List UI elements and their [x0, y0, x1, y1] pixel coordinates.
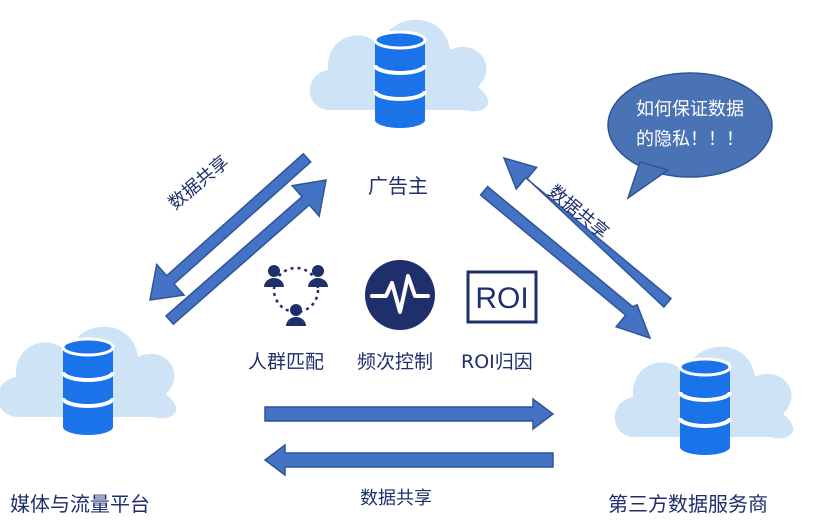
roi-icon: ROI: [466, 270, 538, 324]
arrow-media-to-third-party: [264, 397, 555, 431]
arrow-third-party-to-media: [263, 443, 554, 477]
arrow-media-to-advertiser: [164, 179, 327, 326]
third-party-database-icon: [612, 344, 796, 457]
privacy-callout-text: 如何保证数据 的隐私！！！: [615, 95, 765, 155]
people-network-icon: [264, 265, 328, 326]
arrow-advertiser-to-media: [149, 152, 312, 301]
frequency-control-label: 频次控制: [357, 351, 434, 373]
roi-attribution-label: ROI归因: [461, 351, 533, 373]
advertiser-label: 广告主: [368, 174, 428, 198]
privacy-callout-bubble: [607, 72, 773, 200]
callout-line-2: 的隐私！！！: [636, 129, 744, 150]
svg-text:ROI: ROI: [475, 282, 528, 315]
arrow-label-bottom: 数据共享: [360, 488, 432, 509]
audience-matching-label: 人群匹配: [248, 351, 325, 373]
arrow-advertiser-to-third-party: [479, 185, 652, 340]
third-party-label: 第三方数据服务商: [608, 492, 768, 516]
callout-line-1: 如何保证数据: [636, 99, 744, 120]
media-platform-label: 媒体与流量平台: [10, 492, 150, 516]
media-platform-database-icon: [0, 324, 179, 437]
pulse-icon: [365, 260, 435, 330]
advertiser-database-icon: [307, 17, 491, 130]
arrow-third-party-to-advertiser: [502, 156, 673, 309]
